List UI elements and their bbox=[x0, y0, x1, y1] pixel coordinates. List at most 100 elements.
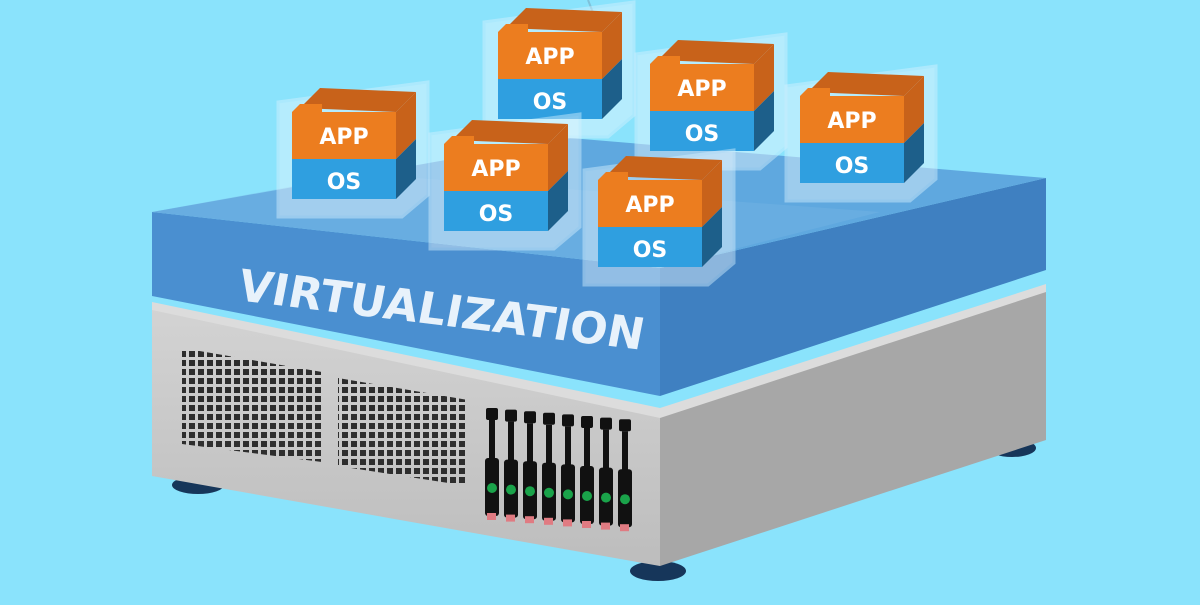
drive-bay bbox=[618, 419, 632, 532]
drive-status-led bbox=[601, 492, 611, 503]
os-label: OS bbox=[835, 154, 870, 179]
drive-bay bbox=[504, 409, 518, 522]
app-label: APP bbox=[625, 193, 674, 218]
app-layer-flap bbox=[598, 172, 628, 180]
vm-cube: APP OS bbox=[482, 0, 636, 139]
drive-bay-slot bbox=[489, 420, 495, 460]
vm-cube-interior bbox=[300, 88, 416, 112]
vm-cube: APP OS bbox=[428, 112, 582, 251]
app-layer-side bbox=[702, 160, 722, 227]
app-layer bbox=[650, 64, 754, 111]
drive-bay-handle bbox=[486, 408, 498, 420]
app-layer bbox=[498, 32, 602, 79]
app-label: APP bbox=[471, 157, 520, 182]
os-layer bbox=[650, 111, 754, 151]
drive-bay-slot bbox=[622, 431, 628, 472]
os-layer-side bbox=[396, 139, 416, 199]
drive-indicator bbox=[487, 513, 496, 520]
app-layer-side bbox=[548, 124, 568, 191]
drive-bay-handle bbox=[562, 414, 574, 427]
os-layer-side bbox=[904, 123, 924, 183]
app-layer-flap bbox=[650, 56, 680, 64]
drive-bay-group bbox=[485, 408, 632, 532]
server-side bbox=[660, 290, 1046, 566]
drive-indicator bbox=[525, 516, 534, 524]
drive-bay bbox=[580, 416, 594, 528]
drive-bay bbox=[523, 411, 537, 524]
drive-status-led bbox=[506, 484, 516, 495]
os-layer bbox=[598, 227, 702, 267]
app-label: APP bbox=[525, 45, 574, 70]
vm-cube-interior bbox=[606, 156, 722, 180]
vm-cube-interior bbox=[506, 8, 622, 32]
app-layer bbox=[598, 180, 702, 227]
drive-indicator bbox=[601, 522, 610, 530]
drive-bay-slot bbox=[603, 429, 609, 470]
server-foot bbox=[630, 561, 686, 581]
server bbox=[152, 284, 1046, 581]
app-layer-side bbox=[754, 44, 774, 111]
os-layer bbox=[800, 143, 904, 183]
drive-bay-handle bbox=[600, 417, 612, 430]
vm-cube-interior bbox=[808, 72, 924, 96]
app-layer-flap bbox=[498, 24, 528, 32]
vm-cube: APP OS bbox=[276, 80, 430, 219]
server-vent-center bbox=[338, 378, 468, 486]
drive-bay-handle bbox=[619, 419, 631, 432]
app-layer bbox=[444, 144, 548, 191]
drive-status-led bbox=[620, 494, 630, 505]
os-layer-side bbox=[754, 91, 774, 151]
drive-status-led bbox=[544, 487, 554, 498]
drive-bay bbox=[485, 408, 499, 520]
drive-indicator bbox=[620, 524, 629, 532]
app-layer-side bbox=[396, 92, 416, 159]
drive-bay-slot bbox=[508, 421, 514, 462]
drive-bay-handle bbox=[524, 411, 536, 424]
drive-bay bbox=[561, 414, 575, 527]
drive-bay bbox=[542, 412, 556, 525]
vm-cube: APP OS bbox=[784, 64, 938, 203]
app-layer bbox=[292, 112, 396, 159]
app-label: APP bbox=[319, 125, 368, 150]
vm-cube-interior bbox=[452, 120, 568, 144]
drive-indicator bbox=[544, 517, 553, 525]
drive-indicator bbox=[506, 514, 515, 522]
os-layer bbox=[292, 159, 396, 199]
drive-bay-slot bbox=[565, 426, 571, 467]
drive-bay-handle bbox=[505, 409, 517, 422]
drive-bay bbox=[599, 417, 613, 530]
drive-status-led bbox=[487, 483, 497, 493]
app-layer-flap bbox=[444, 136, 474, 144]
server-vent-left bbox=[182, 348, 322, 462]
drive-status-led bbox=[582, 491, 592, 501]
os-label: OS bbox=[533, 90, 568, 115]
os-label: OS bbox=[479, 202, 514, 227]
drive-indicator bbox=[582, 521, 591, 528]
os-layer bbox=[444, 191, 548, 231]
app-label: APP bbox=[827, 109, 876, 134]
drive-bay-slot bbox=[584, 428, 590, 468]
virtualization-side bbox=[660, 178, 1046, 396]
app-layer-side bbox=[904, 76, 924, 143]
virtualization-front bbox=[152, 212, 660, 396]
os-layer bbox=[498, 79, 602, 119]
drive-status-led bbox=[525, 486, 535, 497]
app-layer-flap bbox=[292, 104, 322, 112]
app-layer-side bbox=[602, 12, 622, 79]
os-label: OS bbox=[327, 170, 362, 195]
drive-bay-slot bbox=[546, 424, 552, 465]
drive-bay-handle bbox=[581, 416, 593, 428]
app-layer bbox=[800, 96, 904, 143]
os-layer-side bbox=[602, 59, 622, 119]
drive-bay-slot bbox=[527, 423, 533, 464]
os-layer-side bbox=[702, 207, 722, 267]
vm-cube-interior bbox=[658, 40, 774, 64]
os-layer-side bbox=[548, 171, 568, 231]
os-label: OS bbox=[685, 122, 720, 147]
app-layer-flap bbox=[800, 88, 830, 96]
